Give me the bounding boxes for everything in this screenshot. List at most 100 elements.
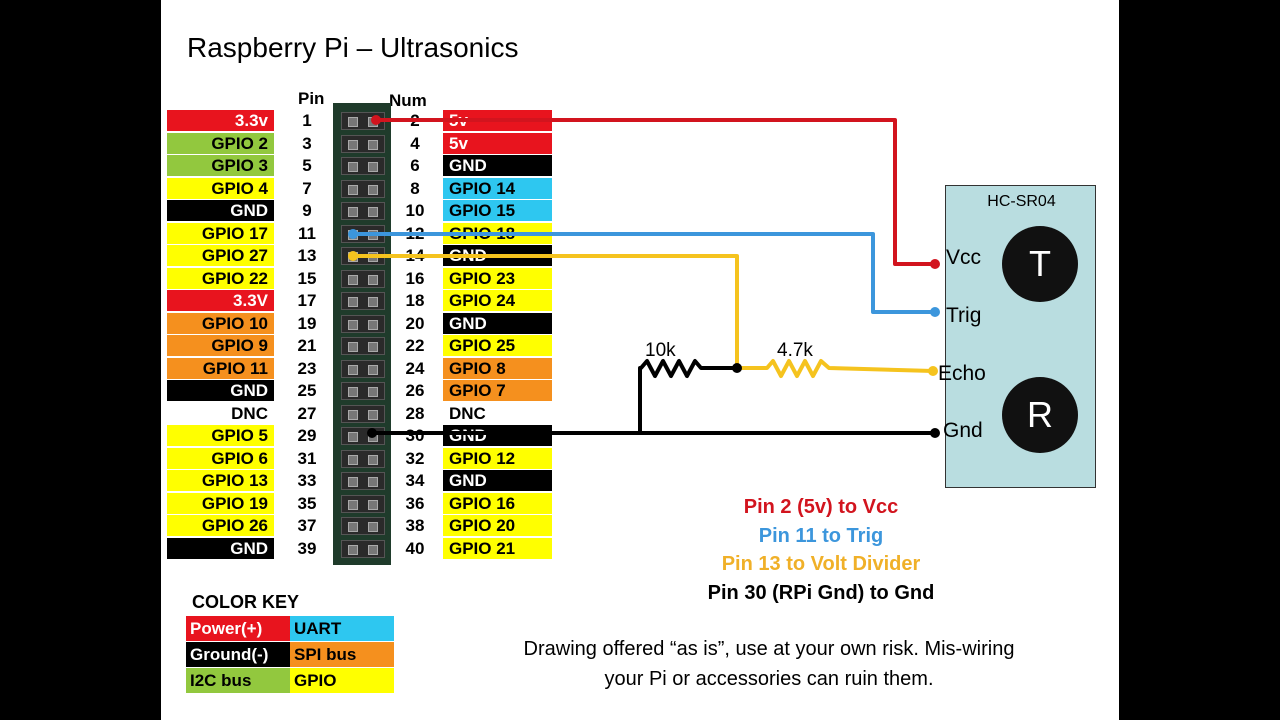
header-pin bbox=[348, 477, 358, 487]
header-pin bbox=[348, 409, 358, 420]
header-pin bbox=[348, 454, 358, 465]
header-pin bbox=[348, 184, 358, 195]
right-pin-number: 22 bbox=[405, 336, 425, 355]
left-pin-number: 23 bbox=[297, 358, 317, 378]
right-pin-label: GPIO 24 bbox=[443, 290, 552, 311]
left-pin-label: GPIO 11 bbox=[167, 357, 274, 379]
wire-trig bbox=[353, 232, 935, 314]
right-pin-label: GND bbox=[443, 312, 552, 334]
instruction-vcc: Pin 2 (5v) to Vcc bbox=[743, 496, 899, 518]
color-key-i2c: I2C bus bbox=[186, 668, 290, 693]
header-pin bbox=[368, 162, 378, 172]
color-key-power: Power(+) bbox=[186, 616, 290, 641]
header-pin bbox=[348, 364, 358, 375]
divider-node-dot bbox=[732, 363, 742, 373]
right-pin-label: GPIO 15 bbox=[443, 200, 552, 221]
left-pin-number: 31 bbox=[297, 448, 317, 468]
pin-30-connection-dot bbox=[367, 428, 377, 438]
header-pin bbox=[368, 139, 378, 150]
header-pin-pair bbox=[341, 202, 385, 220]
left-pin-label: GPIO 3 bbox=[167, 155, 274, 176]
right-pin-number: 36 bbox=[405, 493, 425, 513]
right-pin-label: GPIO 21 bbox=[443, 537, 552, 559]
left-pin-label: GPIO 19 bbox=[167, 492, 274, 514]
header-pin-pair bbox=[341, 517, 385, 535]
right-pin-number: 40 bbox=[405, 538, 425, 558]
left-pin-number: 9 bbox=[302, 201, 312, 220]
header-pin bbox=[348, 522, 358, 532]
left-pin-number: 15 bbox=[297, 268, 317, 288]
right-pin-label: GPIO 20 bbox=[443, 515, 552, 536]
header-pin-pair bbox=[341, 359, 385, 378]
header-pin-pair bbox=[341, 134, 385, 153]
sensor-vcc-label: Vcc bbox=[946, 246, 982, 269]
left-pin-label: DNC bbox=[167, 402, 274, 424]
color-key-spi: SPI bus bbox=[290, 642, 394, 667]
color-key-title: COLOR KEY bbox=[192, 592, 300, 612]
sensor-gnd-label: Gnd bbox=[943, 419, 983, 442]
header-pin-pair bbox=[341, 404, 385, 423]
header-pin bbox=[368, 409, 378, 420]
right-pin-number: 38 bbox=[405, 516, 425, 535]
right-pin-number: 10 bbox=[405, 201, 425, 220]
pin-column-header: Pin bbox=[298, 89, 325, 108]
sensor-trig-label: Trig bbox=[946, 304, 982, 327]
pin-11-connection-dot bbox=[348, 229, 358, 239]
right-pin-number: 28 bbox=[405, 403, 425, 423]
right-pin-label: GND bbox=[443, 425, 552, 446]
resistor-4-7k-label: 4.7k bbox=[777, 340, 813, 361]
left-pin-number: 1 bbox=[302, 111, 312, 130]
sensor-echo-label: Echo bbox=[938, 362, 986, 385]
header-pin-pair bbox=[341, 314, 385, 333]
header-pin bbox=[348, 117, 358, 127]
header-pin bbox=[348, 139, 358, 150]
left-pin-number: 21 bbox=[297, 336, 317, 355]
instruction-gnd: Pin 30 (RPi Gnd) to Gnd bbox=[707, 582, 935, 604]
color-key-uart: UART bbox=[290, 616, 394, 641]
header-pin-pair bbox=[341, 472, 385, 490]
header-pin bbox=[348, 274, 358, 285]
left-pin-number: 33 bbox=[297, 471, 317, 490]
right-pin-label: GPIO 16 bbox=[443, 492, 552, 514]
right-pin-label: GPIO 25 bbox=[443, 335, 552, 356]
trig-terminal-dot bbox=[930, 307, 940, 317]
header-pin-pair bbox=[341, 292, 385, 310]
instruction-echo: Pin 13 to Volt Divider bbox=[721, 553, 921, 575]
right-pin-label: GPIO 23 bbox=[443, 267, 552, 289]
left-pin-label: GPIO 26 bbox=[167, 515, 274, 536]
right-pin-number: 26 bbox=[405, 381, 425, 400]
left-pin-label: 3.3V bbox=[167, 290, 274, 311]
right-pin-label: GND bbox=[443, 470, 552, 491]
left-pin-number: 27 bbox=[297, 403, 317, 423]
left-pin-number: 11 bbox=[298, 223, 316, 243]
left-pin-label: GPIO 2 bbox=[167, 132, 274, 154]
left-pin-label: 3.3v bbox=[167, 110, 274, 131]
right-pin-label: 5v bbox=[443, 132, 552, 154]
left-pin-number: 29 bbox=[297, 426, 317, 445]
gnd-terminal-dot bbox=[930, 428, 940, 438]
right-pin-number: 8 bbox=[410, 178, 420, 198]
right-pin-number: 6 bbox=[410, 156, 420, 175]
header-pin-pair bbox=[341, 337, 385, 355]
left-pin-label: GPIO 22 bbox=[167, 267, 274, 289]
left-pin-number: 3 bbox=[302, 133, 312, 153]
hc-sr04-module: HC-SR04 Vcc Trig Echo Gnd T R bbox=[938, 185, 1096, 488]
header-pin bbox=[348, 297, 358, 307]
header-pin bbox=[368, 544, 378, 555]
right-pin-number: 4 bbox=[410, 133, 420, 153]
vcc-terminal-dot bbox=[930, 259, 940, 269]
header-pin bbox=[348, 342, 358, 352]
right-pin-number: 24 bbox=[405, 358, 425, 378]
disclaimer: Drawing offered “as is”, use at your own… bbox=[469, 634, 1069, 694]
header-pin bbox=[348, 387, 358, 397]
right-pin-number: 30 bbox=[405, 426, 425, 445]
left-pin-number: 7 bbox=[302, 178, 312, 198]
left-pin-number: 39 bbox=[297, 538, 317, 558]
header-pin bbox=[348, 499, 358, 510]
left-pin-number: 17 bbox=[297, 291, 317, 310]
resistor-10k bbox=[638, 359, 737, 433]
header-pin bbox=[348, 207, 358, 217]
left-pin-label: GPIO 9 bbox=[167, 335, 274, 356]
header-pin-pair bbox=[341, 179, 385, 198]
